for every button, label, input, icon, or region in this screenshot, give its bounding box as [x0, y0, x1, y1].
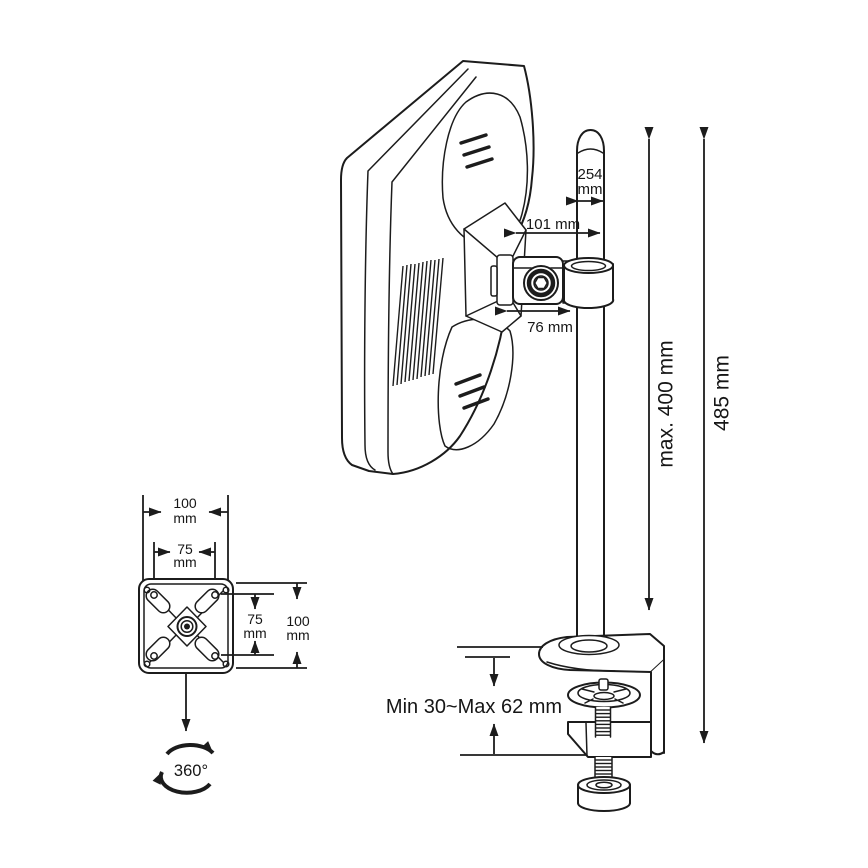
clamp-lower-jaw: [567, 721, 652, 758]
pole-collar: [563, 257, 615, 310]
lower-offset-label: 76 mm: [527, 319, 573, 336]
vesa-outer-height-value: 100: [286, 613, 310, 629]
rotation-arrow-top: [165, 741, 215, 756]
upper-offset-label: 101 mm: [526, 216, 580, 233]
bottom-vent-slashes: [454, 373, 490, 410]
vesa-slots: [145, 588, 220, 662]
pole-diameter-unit: mm: [578, 181, 603, 198]
dimension-vesa-outer-height: 100 mm: [286, 583, 310, 668]
vesa-plate-detail: 100 mm 75 mm: [138, 495, 310, 674]
rotation-indicator: 360°: [152, 674, 215, 795]
pole-cap: [576, 129, 605, 152]
pole: [576, 129, 605, 641]
total-height-label: 485 mm: [711, 355, 734, 431]
vesa-plate-inner: [143, 583, 229, 669]
tilt-knob-ring: [526, 268, 556, 298]
desk-clamp: [538, 633, 665, 812]
dimension-upper-offset: 101 mm: [504, 216, 601, 238]
vesa-inner-height-value: 75: [247, 611, 263, 627]
dimension-total-height: 485 mm: [699, 127, 734, 744]
monitor-outline: [340, 60, 535, 475]
rotation-arrow-bottom: [152, 771, 212, 795]
dimension-pole-diameter: 254 mm: [566, 166, 604, 206]
dimension-vesa-inner-height: 75 mm: [243, 594, 267, 655]
tilt-knob-outer: [523, 265, 559, 301]
clamp-range-label: Min 30~Max 62 mm: [386, 696, 562, 718]
vesa-inner-width-value: 75: [177, 541, 193, 557]
vesa-plate-tab: [490, 265, 498, 297]
dimension-vesa-outer-width: 100 mm: [143, 495, 228, 526]
vesa-inner-width-unit: mm: [173, 554, 196, 570]
rotation-label: 360°: [174, 762, 208, 780]
monitor: [340, 60, 535, 475]
clamp-foot: [577, 776, 631, 812]
vesa-outer-width-unit: mm: [173, 510, 196, 526]
panel-edge-line-2: [387, 76, 477, 475]
knob-pin: [598, 678, 609, 691]
usable-height-label: max. 400 mm: [655, 340, 678, 467]
vesa-plate-edge: [496, 254, 514, 306]
dimension-vesa-inner-width: 75 mm: [154, 541, 215, 570]
dimension-clamp-range: Min 30~Max 62 mm: [386, 646, 587, 756]
vesa-center-pivot: [176, 616, 198, 637]
pole-diameter-value: 254: [577, 166, 602, 183]
panel-edge-line-1: [363, 68, 469, 471]
hex-socket: [533, 276, 549, 290]
top-vent-slashes: [459, 133, 494, 169]
vesa-outer-width-value: 100: [173, 495, 197, 511]
vesa-outer-height-unit: mm: [286, 627, 309, 643]
vent-grille-hatch: [392, 257, 444, 387]
vesa-screw-holes: [143, 586, 230, 668]
dimension-usable-height: max. 400 mm: [644, 127, 678, 611]
vesa-inner-height-unit: mm: [243, 625, 266, 641]
clamp-screw-upper: [594, 706, 612, 738]
dimension-lower-offset: 76 mm: [495, 306, 573, 336]
